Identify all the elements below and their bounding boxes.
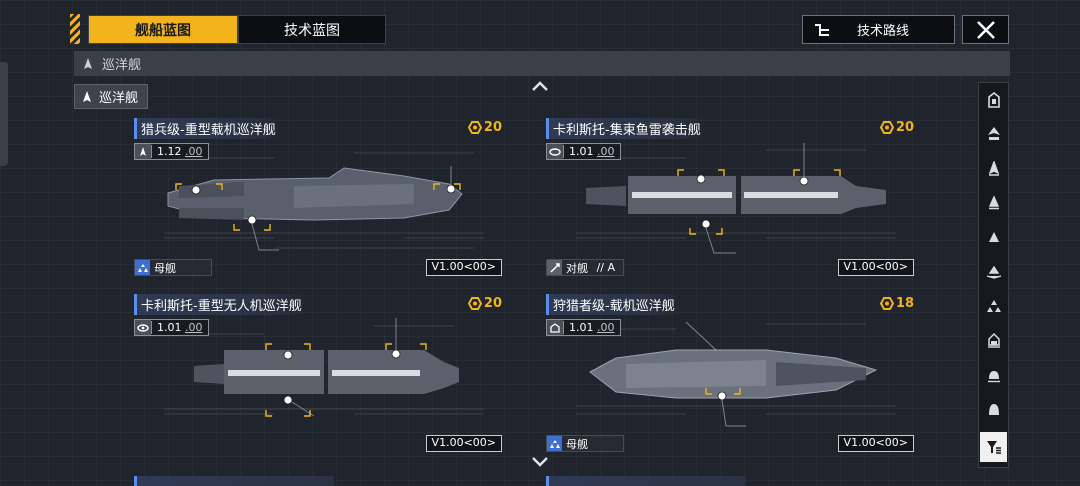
- ship-blueprint-image: [566, 314, 906, 434]
- frigate-class-icon: [988, 232, 999, 243]
- filter-chip-cruiser[interactable]: 巡洋舰: [74, 84, 148, 109]
- card-title: 卡利斯托-重型无人机巡洋舰: [134, 294, 308, 315]
- card-ratio-value: 1.12: [157, 145, 182, 158]
- ship-blueprint-image: [154, 138, 494, 258]
- card-ratio-value: 1.01: [569, 321, 594, 334]
- battleship-icon: [987, 92, 1000, 108]
- card-role: 母舰: [134, 259, 212, 276]
- card-ratio: 1.01 .00: [134, 319, 209, 336]
- close-button[interactable]: [962, 15, 1009, 44]
- card-ratio: 1.01 .00: [546, 143, 621, 160]
- rail-carrier[interactable]: [978, 117, 1009, 151]
- category-breadcrumb[interactable]: 巡洋舰: [74, 51, 1010, 76]
- card-cost: 18: [879, 296, 914, 311]
- corvette-class-icon: [986, 265, 1001, 279]
- card-ratio: 1.12 .00: [134, 143, 209, 160]
- rail-frigate[interactable]: [978, 220, 1009, 254]
- card-cost-value: 20: [483, 120, 502, 135]
- card-title: 卡利斯托-集束鱼雷袭击舰: [546, 118, 707, 139]
- ship-class-rail: [978, 82, 1009, 468]
- card-cost-value: 18: [895, 296, 914, 311]
- next-card-title-peek: [134, 476, 334, 486]
- card-cost-value: 20: [483, 296, 502, 311]
- rail-hangar[interactable]: [978, 323, 1009, 357]
- card-version: V1.00<00>: [425, 435, 502, 452]
- blueprint-card[interactable]: 狩猎者级-载机巡洋舰 18 1.01 .00 母舰 V1.00<00>: [546, 294, 914, 454]
- rail-destroyer[interactable]: [978, 186, 1009, 220]
- utility-ship-icon: [988, 403, 999, 415]
- card-cost: 20: [467, 296, 502, 311]
- cost-hexagon-icon: [879, 121, 894, 134]
- support-ship-icon: [987, 370, 1000, 382]
- close-icon: [976, 20, 995, 39]
- cost-hexagon-icon: [467, 121, 482, 134]
- card-role-label: 母舰: [154, 261, 176, 275]
- filter-sort-button[interactable]: [980, 431, 1007, 462]
- side-drawer-handle[interactable]: [0, 62, 8, 166]
- rail-cruiser[interactable]: [978, 152, 1009, 186]
- fighter-group-icon: [986, 299, 1001, 312]
- blueprint-card[interactable]: 猎兵级-重型载机巡洋舰 20 1.12 .00 母舰 V1.00<00>: [134, 118, 502, 278]
- scroll-up-icon[interactable]: [531, 80, 549, 92]
- hangar-icon: [987, 333, 1000, 348]
- card-version: V1.00<00>: [837, 435, 914, 452]
- carrier-class-icon: [987, 127, 1000, 141]
- card-version: V1.00<00>: [425, 259, 502, 276]
- card-version: V1.00<00>: [837, 259, 914, 276]
- filter-chip-label: 巡洋舰: [99, 91, 139, 106]
- cost-hexagon-icon: [467, 297, 482, 310]
- antiship-icon: [547, 260, 562, 275]
- card-ratio: 1.01 .00: [546, 319, 621, 336]
- carrier-icon: [135, 260, 150, 275]
- card-cost: 20: [879, 120, 914, 135]
- tree-list-icon: [815, 23, 829, 37]
- carrier-icon: [547, 436, 562, 451]
- tab-tech-blueprint[interactable]: 技术蓝图: [238, 15, 386, 44]
- card-role-label: 对舰: [566, 261, 588, 275]
- breadcrumb-label: 巡洋舰: [102, 58, 142, 73]
- cruiser-icon: [84, 57, 92, 69]
- tech-route-button[interactable]: 技术路线: [802, 15, 955, 44]
- rail-fighter-group[interactable]: [978, 289, 1009, 323]
- card-title: 狩猎者级-载机巡洋舰: [546, 294, 681, 315]
- card-ratio-value: 1.01: [569, 145, 594, 158]
- filter-icon: [986, 440, 1001, 454]
- card-ratio-suffix: .00: [597, 321, 615, 334]
- next-card-title-peek: [546, 476, 746, 486]
- rail-utility[interactable]: [978, 392, 1009, 426]
- scroll-down-icon[interactable]: [531, 456, 549, 468]
- ship-blueprint-image: [154, 314, 494, 434]
- cruiser-class-icon: [988, 160, 999, 176]
- rail-battleship[interactable]: [978, 83, 1009, 117]
- destroyer-class-icon: [988, 195, 999, 210]
- ship-icon: [135, 144, 151, 159]
- card-ratio-suffix: .00: [185, 145, 203, 158]
- top-tabs: 舰船蓝图 技术蓝图: [88, 15, 386, 44]
- cost-hexagon-icon: [879, 297, 894, 310]
- card-role-label: 母舰: [566, 437, 588, 451]
- ship-blueprint-image: [566, 138, 906, 258]
- card-ratio-suffix: .00: [185, 321, 203, 334]
- card-cost: 20: [467, 120, 502, 135]
- card-cost-value: 20: [895, 120, 914, 135]
- tab-ship-blueprint[interactable]: 舰船蓝图: [88, 15, 238, 44]
- corner-accent: [70, 14, 80, 44]
- cruiser-icon: [83, 90, 91, 102]
- blueprint-card[interactable]: 卡利斯托-重型无人机巡洋舰 20 1.01 .00 V1.00<00>: [134, 294, 502, 454]
- blueprint-card[interactable]: 卡利斯托-集束鱼雷袭击舰 20 1.01 .00 对舰 // A V1.00<0…: [546, 118, 914, 278]
- card-role-extra: // A: [596, 261, 615, 274]
- torpedo-icon: [547, 144, 563, 159]
- rail-corvette[interactable]: [978, 254, 1009, 288]
- card-role: 对舰 // A: [546, 259, 624, 276]
- tech-route-label: 技术路线: [857, 24, 910, 39]
- drone-icon: [135, 320, 151, 335]
- card-title: 猎兵级-重型载机巡洋舰: [134, 118, 282, 139]
- card-role: 母舰: [546, 435, 624, 452]
- hangar-icon: [547, 320, 563, 335]
- card-ratio-suffix: .00: [597, 145, 615, 158]
- card-ratio-value: 1.01: [157, 321, 182, 334]
- rail-support[interactable]: [978, 357, 1009, 391]
